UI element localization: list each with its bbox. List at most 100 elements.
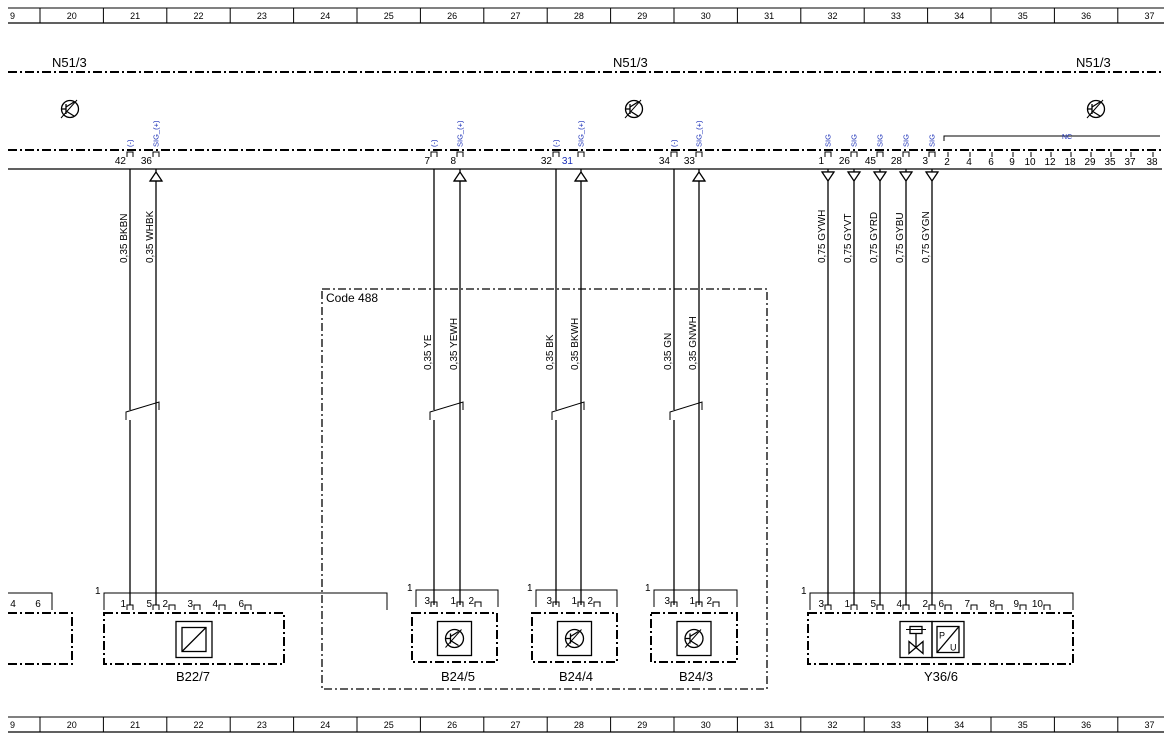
pin-signal-label: SIG_(+) xyxy=(456,120,465,147)
wire: 0,35 WHBK xyxy=(145,169,164,605)
solenoid-valve-icon xyxy=(899,620,933,659)
grid-number: 28 xyxy=(574,720,584,730)
grid-number: 23 xyxy=(257,720,267,730)
connector-pin: 7(-) xyxy=(424,139,438,167)
nc-pin-number: 18 xyxy=(1064,157,1076,168)
grid-number: 20 xyxy=(67,720,77,730)
transistor-symbol-icon xyxy=(60,99,80,119)
grid-number: 22 xyxy=(193,720,203,730)
wire: 0,35 GNWH xyxy=(688,169,707,605)
pressure-p-label: P xyxy=(939,631,945,641)
connector-corner-label: 1 xyxy=(645,583,651,594)
pin-number: 42 xyxy=(115,156,127,167)
pin-number: 45 xyxy=(865,156,877,167)
component-pin-number: 2 xyxy=(922,599,928,610)
pin-number: 26 xyxy=(839,156,851,167)
grid-number: 26 xyxy=(447,720,457,730)
grid-number: 32 xyxy=(827,720,837,730)
wire-color-label: 0,35 BKBN xyxy=(119,214,130,263)
wire: 0,75 GYRD xyxy=(869,169,888,605)
twisted-pair-marker xyxy=(125,401,160,420)
wire: 0,75 GYBU xyxy=(895,169,914,605)
transistor-symbol-icon xyxy=(624,99,644,119)
grid-number: 37 xyxy=(1144,11,1154,21)
connector-pin: 45 SIG xyxy=(865,134,885,167)
grid-number: 24 xyxy=(320,720,330,730)
component-label: B24/5 xyxy=(441,669,475,684)
control-unit-label: N51/3 xyxy=(52,55,87,70)
nc-pin-number: 10 xyxy=(1024,157,1036,168)
component-pin-number: 4 xyxy=(212,599,218,610)
pin-signal-label: SIG xyxy=(902,134,911,147)
component-pin-number: 2 xyxy=(468,596,474,607)
pin-signal-label: SIG xyxy=(824,134,833,147)
wire: 0,75 GYWH xyxy=(817,169,836,605)
transistor-symbol-icon xyxy=(676,620,712,657)
component-pin-number: 1 xyxy=(571,596,577,607)
component-pin-number: 7 xyxy=(964,599,970,610)
pin-number: 32 xyxy=(541,156,553,167)
component-pin-number: 1 xyxy=(844,599,850,610)
nc-pin-number: 12 xyxy=(1044,157,1056,168)
grid-number: 29 xyxy=(637,720,647,730)
wire-color-label: 0,75 GYVT xyxy=(843,214,854,263)
wire: 0,75 GYGN xyxy=(921,169,940,605)
grid-number: 25 xyxy=(384,720,394,730)
connector-corner-label: 1 xyxy=(407,583,413,594)
connector-pin: 34(-) xyxy=(659,139,679,167)
twisted-pair-marker xyxy=(551,401,585,420)
component-pin-number: 2 xyxy=(162,599,168,610)
component-pin-number: 1 xyxy=(120,599,126,610)
transistor-symbol-icon xyxy=(556,620,593,657)
component-pin-number: 6 xyxy=(238,599,244,610)
component-pin-number: 2 xyxy=(706,596,712,607)
component-pin-number: 8 xyxy=(989,599,995,610)
component-pin-number: 6 xyxy=(938,599,944,610)
component-pin-number: 4 xyxy=(10,599,16,610)
nc-pin-number: 9 xyxy=(1009,157,1015,168)
nc-pin-number: 6 xyxy=(988,157,994,168)
control-unit-label: N51/3 xyxy=(613,55,648,70)
grid-number: 36 xyxy=(1081,720,1091,730)
pin-signal-label: SIG xyxy=(928,134,937,147)
wire: 0,35 BKWH xyxy=(570,169,589,605)
grid-number: 34 xyxy=(954,11,964,21)
component-pin-number: 1 xyxy=(689,596,695,607)
wire-color-label: 0,35 BKWH xyxy=(570,318,581,370)
pin-signal-label: SIG xyxy=(876,134,885,147)
grid-number: 9 xyxy=(10,720,15,730)
grid-number: 20 xyxy=(67,11,77,21)
connector-corner-label: 1 xyxy=(527,583,533,594)
wire-color-label: 0,75 GYGN xyxy=(921,211,932,263)
grid-number: 30 xyxy=(701,11,711,21)
nc-pin-number: 35 xyxy=(1104,157,1116,168)
pin-number: 8 xyxy=(450,156,456,167)
component-pin-number: 2 xyxy=(587,596,593,607)
connector-corner-label: 1 xyxy=(95,586,101,597)
wire: 0,35 BK xyxy=(545,169,557,605)
pin-signal-label: (-) xyxy=(430,139,439,147)
twisted-pair-marker xyxy=(669,401,703,420)
wire-color-label: 0,75 GYWH xyxy=(817,210,828,263)
pin-signal-label: (-) xyxy=(126,139,135,147)
grid-number: 31 xyxy=(764,11,774,21)
nc-label: NC xyxy=(1062,134,1072,141)
component-pin-number: 4 xyxy=(896,599,902,610)
pin-number: 33 xyxy=(684,156,696,167)
component-pin-number: 3 xyxy=(424,596,430,607)
grid-number: 30 xyxy=(701,720,711,730)
sensor-symbol-icon xyxy=(175,620,213,659)
component-label: Y36/6 xyxy=(924,669,958,684)
grid-number: 37 xyxy=(1144,720,1154,730)
grid-number: 28 xyxy=(574,11,584,21)
component-pin-number: 3 xyxy=(546,596,552,607)
